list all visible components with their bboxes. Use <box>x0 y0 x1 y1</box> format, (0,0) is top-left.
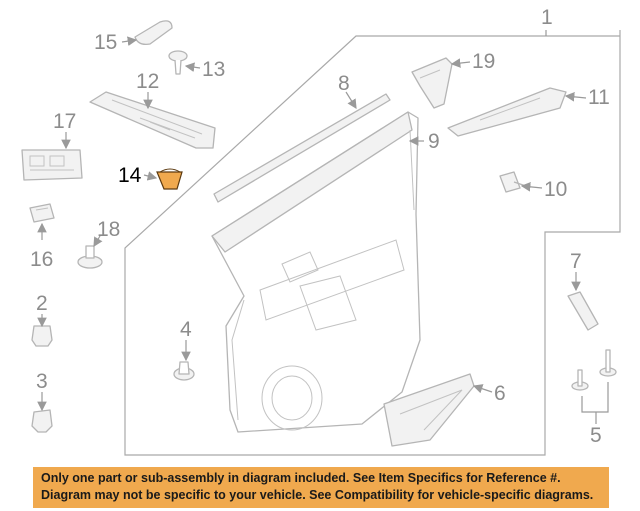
callout-12: 12 <box>136 70 159 93</box>
part-12-switch-bezel <box>89 91 216 149</box>
callout-7: 7 <box>570 250 582 273</box>
callout-13: 13 <box>202 58 225 81</box>
callout-6: 6 <box>494 382 506 405</box>
part-3-clip <box>31 409 53 433</box>
disclaimer-banner: Only one part or sub-assembly in diagram… <box>33 467 609 508</box>
callout-3: 3 <box>36 370 48 393</box>
part-5-screws <box>571 349 617 391</box>
part-16-clip <box>29 203 55 223</box>
callout-18: 18 <box>97 218 120 241</box>
callout-1: 1 <box>541 6 553 29</box>
part-8-belt-molding <box>213 93 391 203</box>
part-11-armrest-bezel <box>447 87 567 137</box>
callout-11: 11 <box>588 86 610 109</box>
part-15-handle-cap <box>134 20 173 45</box>
disclaimer-line-2: Diagram may not be specific to your vehi… <box>41 488 594 502</box>
part-9-door-trim-panel <box>211 111 421 433</box>
part-2-retainer <box>31 325 53 347</box>
callout-14: 14 <box>118 164 142 187</box>
part-4-fastener <box>173 361 195 381</box>
callout-8: 8 <box>338 72 350 95</box>
assembly-frame <box>124 30 621 456</box>
part-6-pull-handle <box>383 373 475 447</box>
part-13-screw <box>168 50 188 75</box>
leader-lines <box>37 30 609 424</box>
callout-9: 9 <box>428 130 440 153</box>
part-19-handle-bracket <box>411 57 453 109</box>
part-18-push-pin <box>77 245 103 269</box>
part-14-clip <box>156 168 183 190</box>
callout-2: 2 <box>36 292 48 315</box>
callout-10: 10 <box>544 178 567 201</box>
callout-5: 5 <box>590 424 602 447</box>
disclaimer-line-1: Only one part or sub-assembly in diagram… <box>41 471 561 485</box>
callout-16: 16 <box>30 248 53 271</box>
callout-15: 15 <box>94 31 117 54</box>
part-7-trim-cap <box>567 291 599 331</box>
part-10-clip <box>499 171 527 193</box>
callout-4: 4 <box>180 318 192 341</box>
callout-19: 19 <box>472 50 495 73</box>
parts-diagram: 1 15 13 12 17 14 16 18 2 3 4 8 9 19 11 1… <box>21 6 621 456</box>
callout-17: 17 <box>53 110 76 133</box>
part-17-window-switch <box>21 149 83 181</box>
